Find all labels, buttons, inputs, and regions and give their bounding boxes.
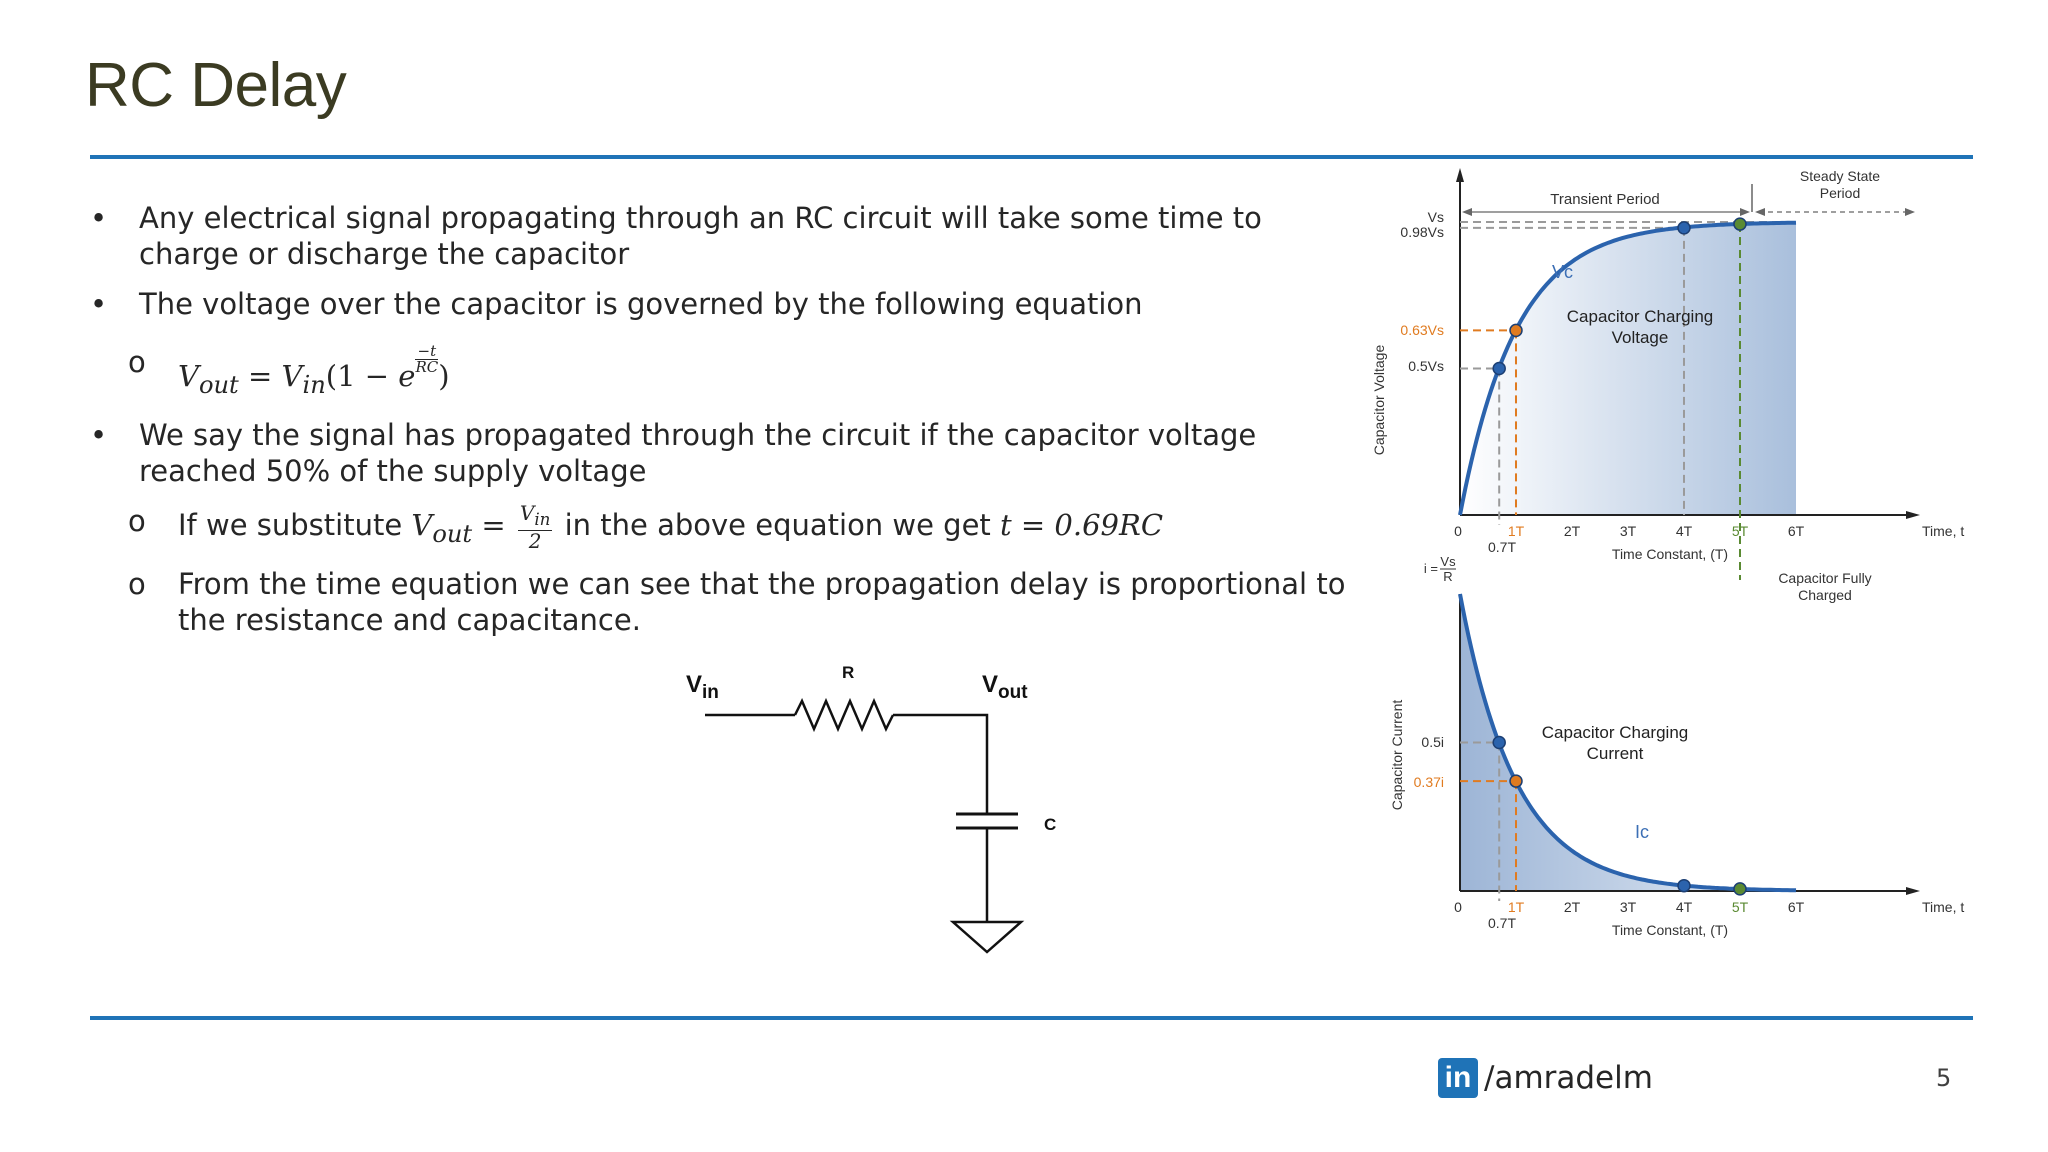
voltage-x-tick: 0 [1454,523,1462,539]
current-x-tick: 3T [1620,899,1637,915]
y-tick-037i: 0.37i [1414,774,1444,790]
r-denominator: R [1443,569,1452,584]
capacitor-charging-charts: Transient Period Steady State Period Cap… [1371,168,1964,938]
voltage-marker [1492,361,1506,376]
voltage-xlabel: Time Constant, (T) [1612,546,1728,562]
footer-divider [90,1016,1973,1020]
current-x-tick: 2T [1564,899,1581,915]
linkedin-handle-text: /amradelm [1484,1060,1653,1096]
voltage-x-tick: 6T [1788,523,1805,539]
voltage-y-arrow [1456,168,1464,182]
bullet-text: The voltage over the capacitor is govern… [139,287,1143,321]
bullet-list: • Any electrical signal propagating thro… [90,200,1350,652]
voltage-marker [1733,217,1747,231]
current-ylabel: Capacitor Current [1389,700,1405,811]
bullet-mark: • [90,417,108,452]
current-x-end-label: Time, t [1922,899,1964,915]
sub-bullet-mark: o [128,503,146,538]
circuit-c-label: C [1044,815,1056,834]
bullet-mark: • [90,287,108,321]
ground-symbol [949,920,1025,954]
y-tick-05vs: 0.5Vs [1408,358,1444,374]
bullet-mark: • [90,201,108,235]
voltage-area-fill [1460,222,1796,515]
current-x-tick: 5T [1732,899,1749,915]
page-number: 5 [1936,1064,1952,1092]
sub-bullet-mark: o [128,345,146,379]
current-xlabel: Time Constant, (T) [1612,922,1728,938]
voltage-extra-tick: 0.7T [1488,539,1516,555]
transient-period-label: Transient Period [1550,191,1660,208]
circuit-r-label: R [842,663,854,682]
bullet-text: From the time equation we can see that t… [178,566,1346,637]
current-marker [1677,878,1691,893]
y-tick-098vs: 0.98Vs [1400,224,1444,240]
vs-numerator: Vs [1440,554,1456,569]
voltage-x-tick: 3T [1620,523,1637,539]
voltage-x-tick: 2T [1564,523,1581,539]
linkedin-icon: in [1438,1058,1478,1098]
fully-charged-label: Capacitor Fully Charged [1778,570,1872,603]
current-x-tick: 6T [1788,899,1805,915]
current-extra-tick: 0.7T [1488,915,1516,931]
current-marker [1492,735,1506,750]
i-equals-label: i = [1424,561,1438,576]
bullet-item: • The voltage over the capacitor is gove… [90,286,1350,322]
current-x-tick: 0 [1454,899,1462,915]
title-divider [90,155,1973,159]
current-x-arrow [1906,887,1920,895]
ic-series-label: Ic [1635,822,1649,842]
circuit-vin-label: Vin [686,671,719,703]
voltage-x-end-label: Time, t [1922,523,1964,539]
bullet-item: • Any electrical signal propagating thro… [90,200,1350,272]
sub-bullet-item: o From the time equation we can see that… [90,566,1350,638]
voltage-marker [1677,221,1691,235]
voltage-x-arrow [1906,511,1920,519]
delay-result: t = 0.69RC [1000,507,1164,542]
resistor [793,697,895,733]
current-x-tick: 1T [1508,899,1525,915]
linkedin-handle[interactable]: in /amradelm [1438,1056,1653,1100]
bullet-item: • We say the signal has propagated throu… [90,417,1350,489]
slide-title: RC Delay [85,51,347,120]
current-x-tick: 4T [1676,899,1693,915]
current-chart-title: Capacitor Charging Current [1541,723,1689,763]
steady-arrow-right [1905,208,1915,216]
current-marker [1509,774,1523,788]
voltage-x-tick: 1T [1508,523,1525,539]
voltage-x-tick: 4T [1676,523,1693,539]
y-tick-063vs: 0.63Vs [1400,322,1444,338]
sub-bullet-mark: o [128,566,146,601]
voltage-ylabel: Capacitor Voltage [1371,345,1387,456]
steady-arrow-left [1755,208,1765,216]
voltage-marker [1509,323,1523,338]
transient-arrow-left [1462,208,1472,216]
transient-arrow-right [1740,208,1750,216]
steady-state-label: Steady State Period [1799,168,1881,201]
rc-circuit: Vin R Vout C [686,663,1056,954]
current-marker [1733,882,1747,896]
circuit-vout-label: Vout [982,671,1028,703]
bullet-text: We say the signal has propagated through… [139,417,1257,488]
bullet-text: Any electrical signal propagating throug… [139,201,1262,271]
voltage-x-tick: 5T [1732,523,1749,539]
y-tick-vs: Vs [1428,209,1444,225]
y-tick-05i: 0.5i [1421,734,1444,750]
voltage-chart-title: Capacitor Charging Voltage [1566,307,1714,347]
vc-series-label: Vc [1552,262,1573,282]
current-area-fill [1460,594,1796,891]
output-wire [893,713,989,814]
